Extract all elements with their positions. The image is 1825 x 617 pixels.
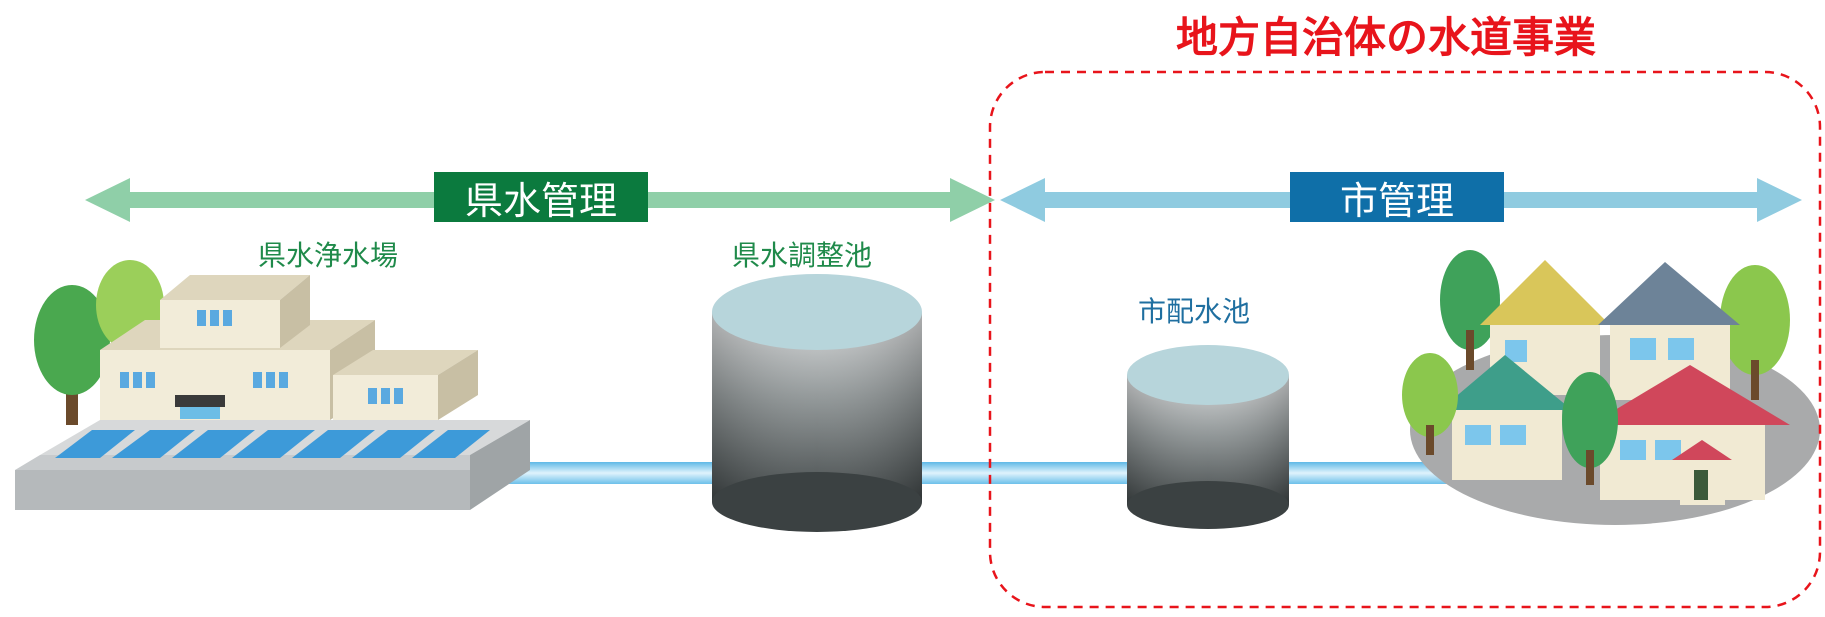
local-government-frame [988,70,1822,609]
pipe-distribution-to-houses [1285,462,1460,484]
purification-plant-icon [15,260,530,510]
prefecture-management-label: 県水管理 [464,178,617,223]
distribution-reservoir-label: 市配水池 [1138,295,1251,328]
prefecture-management-badge: 県水管理 [434,172,648,223]
purification-plant-label: 県水浄水場 [258,239,399,272]
regulating-reservoir-label: 県水調整池 [732,239,873,272]
pipe-plant-to-regulating [468,462,718,484]
houses-icon [1402,250,1820,525]
page-title: 地方自治体の水道事業 [1176,13,1597,62]
pipe-regulating-to-distribution [905,462,1130,484]
water-pipes [468,462,1460,484]
city-management-label: 市管理 [1339,178,1454,223]
regulating-reservoir-icon [712,274,922,532]
city-management-badge: 市管理 [1290,172,1504,223]
distribution-reservoir-icon [1127,345,1289,529]
